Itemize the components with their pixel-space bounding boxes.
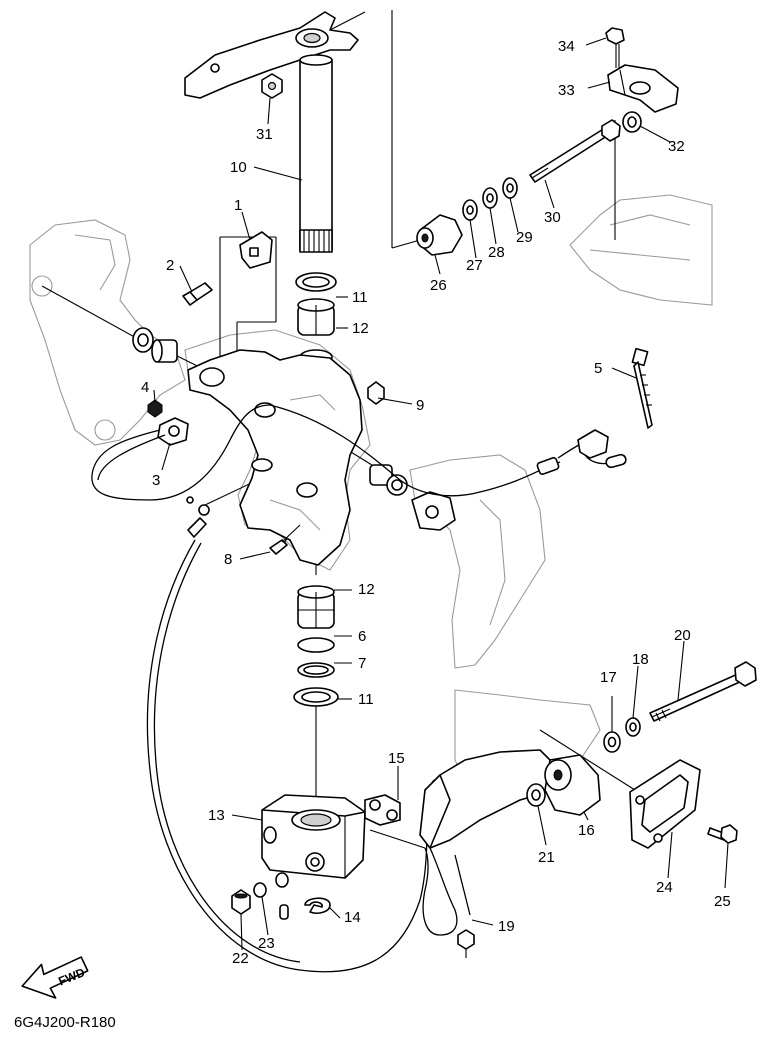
bushing-12-lower bbox=[297, 585, 335, 629]
callout-4: 4 bbox=[141, 379, 149, 396]
bolt-20 bbox=[649, 661, 757, 722]
nut-22 bbox=[231, 889, 251, 915]
pivot-washer-left bbox=[132, 327, 154, 353]
callout-20: 20 bbox=[674, 627, 691, 644]
callout-11-lower: 11 bbox=[358, 691, 374, 708]
wire-harness bbox=[91, 404, 627, 501]
bolt-8 bbox=[269, 524, 301, 555]
rubber-mount-16 bbox=[544, 754, 601, 816]
callout-13: 13 bbox=[208, 807, 225, 824]
callout-18: 18 bbox=[632, 651, 649, 668]
callout-11-top: 11 bbox=[352, 289, 368, 306]
callout-34: 34 bbox=[558, 38, 575, 55]
callout-29: 29 bbox=[516, 229, 533, 246]
callout-15: 15 bbox=[388, 750, 405, 767]
bushing-15 bbox=[364, 794, 401, 826]
lower-mount-housing-13 bbox=[261, 794, 366, 879]
washer-11-top bbox=[295, 272, 337, 292]
bolt-34 bbox=[605, 27, 625, 68]
clamp-bracket-right bbox=[411, 491, 456, 531]
circlip-14 bbox=[304, 897, 331, 914]
bolt-25 bbox=[707, 824, 738, 844]
nut-31 bbox=[261, 73, 283, 99]
nut-9 bbox=[367, 381, 385, 405]
callout-1: 1 bbox=[234, 197, 242, 214]
callout-12-lower: 12 bbox=[358, 581, 375, 598]
callout-7: 7 bbox=[358, 655, 366, 672]
washer-28 bbox=[482, 187, 498, 209]
callout-22: 22 bbox=[232, 950, 249, 967]
washer-18 bbox=[625, 717, 641, 737]
callout-23: 23 bbox=[258, 935, 275, 952]
clip-1 bbox=[239, 231, 273, 269]
callout-31: 31 bbox=[256, 126, 273, 143]
callout-10: 10 bbox=[230, 159, 247, 176]
callout-labels: 1 2 3 4 5 6 7 8 9 10 11 11 12 12 13 14 1… bbox=[141, 38, 731, 967]
washer-29 bbox=[502, 177, 518, 199]
callout-27: 27 bbox=[466, 257, 483, 274]
fwd-arrow-icon: FWD bbox=[21, 956, 89, 999]
bolt-2 bbox=[182, 282, 213, 306]
o-ring-6 bbox=[297, 637, 335, 653]
cable-loop bbox=[146, 496, 443, 973]
rubber-mount-26 bbox=[416, 214, 463, 256]
bushing-12-top bbox=[297, 298, 335, 336]
pivot-collar-right bbox=[369, 464, 408, 496]
washer-21 bbox=[526, 783, 546, 807]
swivel-bracket bbox=[187, 349, 363, 566]
callout-14: 14 bbox=[344, 909, 361, 926]
cable-tie-5 bbox=[631, 347, 653, 429]
washer-17 bbox=[603, 731, 621, 753]
screw-19 bbox=[457, 929, 475, 958]
callout-25: 25 bbox=[714, 893, 731, 910]
callout-33: 33 bbox=[558, 82, 575, 99]
callout-3: 3 bbox=[152, 472, 160, 489]
callout-19: 19 bbox=[498, 918, 515, 935]
callout-8: 8 bbox=[224, 551, 232, 568]
ground-lead-3 bbox=[157, 417, 189, 446]
clamp-33 bbox=[607, 64, 679, 113]
callout-24: 24 bbox=[656, 879, 673, 896]
steering-arm bbox=[184, 11, 359, 99]
callout-17: 17 bbox=[600, 669, 617, 686]
diagram-code: 6G4J200-R180 bbox=[14, 1014, 116, 1031]
callout-6: 6 bbox=[358, 628, 366, 645]
callout-26: 26 bbox=[430, 277, 447, 294]
callout-21: 21 bbox=[538, 849, 555, 866]
callout-12-top: 12 bbox=[352, 320, 369, 337]
steering-shaft bbox=[299, 54, 333, 253]
lower-bracket bbox=[419, 749, 561, 936]
washer-7 bbox=[297, 662, 335, 678]
bolt-30 bbox=[529, 119, 621, 183]
callout-32: 32 bbox=[668, 138, 685, 155]
callout-16: 16 bbox=[578, 822, 595, 839]
callout-30: 30 bbox=[544, 209, 561, 226]
callout-leaders bbox=[153, 37, 729, 951]
swivel-bracket-ghost bbox=[29, 194, 713, 791]
callout-28: 28 bbox=[488, 244, 505, 261]
callout-2: 2 bbox=[166, 257, 174, 274]
collar-32 bbox=[622, 111, 642, 133]
pivot-collar-left bbox=[151, 339, 178, 363]
washer-23 bbox=[253, 872, 289, 920]
washer-27 bbox=[462, 199, 478, 221]
cover-24 bbox=[629, 759, 701, 849]
callout-5: 5 bbox=[594, 360, 602, 377]
callout-9: 9 bbox=[416, 397, 424, 414]
washer-11-lower bbox=[293, 687, 339, 707]
